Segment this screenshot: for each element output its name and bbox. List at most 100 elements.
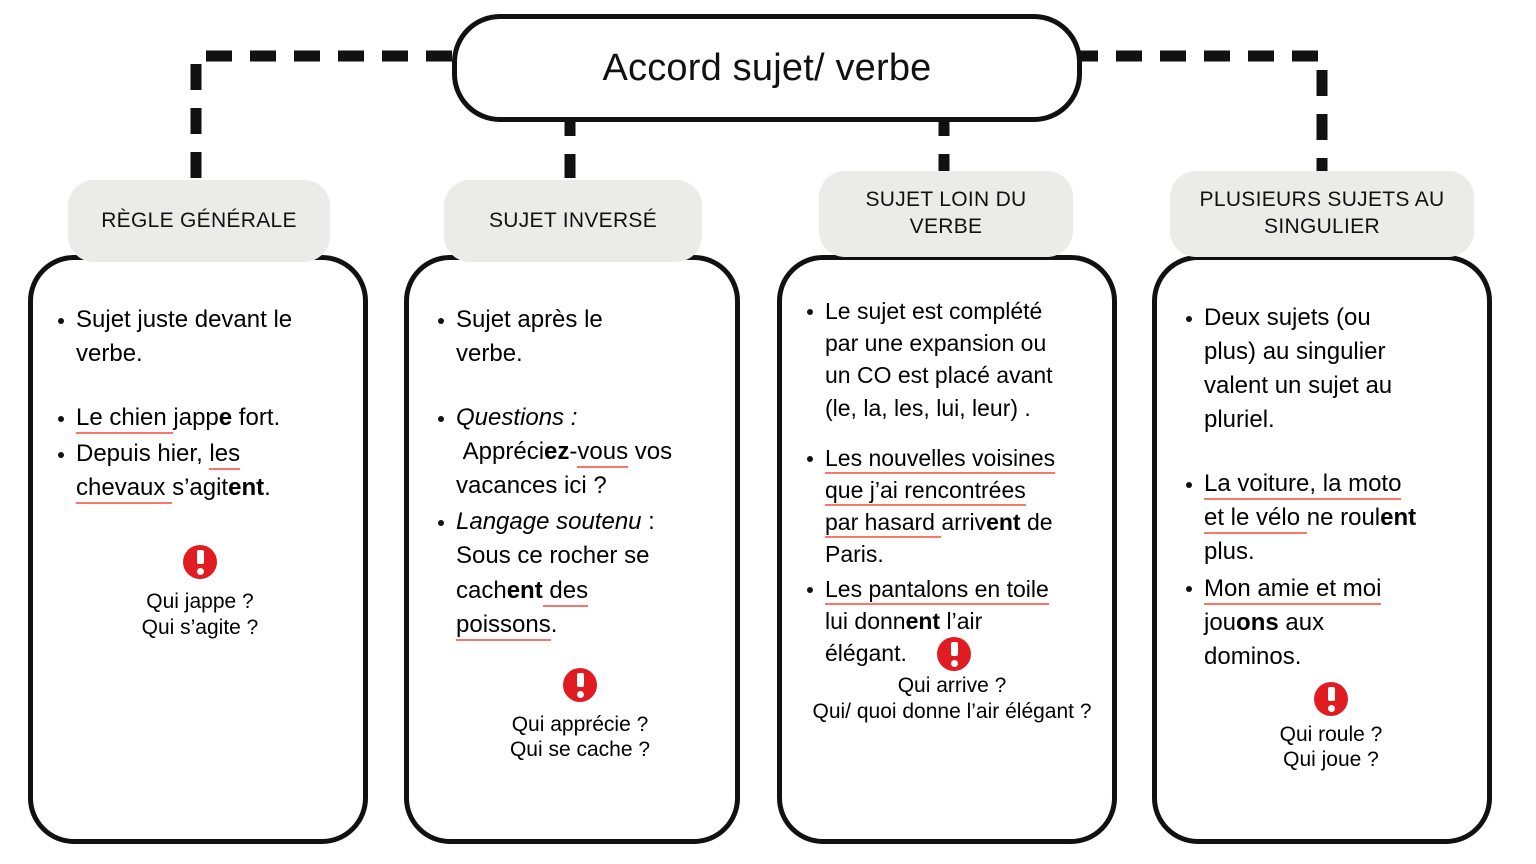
header-label: SUJET LOIN DU VERBE bbox=[865, 188, 1027, 238]
sentence-tail: l’air bbox=[940, 607, 983, 634]
rule-line-2: par une expansion ou bbox=[825, 330, 1047, 357]
points-list: Le sujet est complété par une expansion … bbox=[803, 295, 1105, 669]
list-item-rule: Sujet juste devant le verbe. bbox=[54, 303, 346, 371]
card-body-sujet-loin-du-verbe: Le sujet est complété par une expansion … bbox=[777, 255, 1117, 723]
card-body-plusieurs-sujets-au-singulier: Deux sujets (ou plus) au singulier valen… bbox=[1152, 255, 1492, 771]
example-label-questions: Questions : bbox=[456, 404, 578, 432]
list-item-example-2: Langage soutenu : Sous ce rocher se cach… bbox=[434, 505, 726, 641]
warning-exclamation-icon bbox=[937, 637, 971, 672]
verb-stem: cach bbox=[456, 576, 507, 604]
rule-line-1: Sujet après le bbox=[456, 306, 603, 333]
list-item-example-1: Le chien jappe fort. bbox=[54, 401, 346, 435]
question-2: Qui s’agite ? bbox=[141, 616, 259, 639]
header-label: PLUSIEURS SUJETS AU SINGULIER bbox=[1199, 188, 1445, 238]
spacer bbox=[1182, 439, 1480, 465]
subject-underlined: Le chien bbox=[76, 404, 174, 435]
connector-right bbox=[1072, 50, 1328, 186]
header-chip-plusieurs-sujets-au-singulier: PLUSIEURS SUJETS AU SINGULIER bbox=[1170, 171, 1474, 257]
subject-underlined-a: les bbox=[209, 440, 241, 471]
sentence-tail: vos bbox=[628, 438, 673, 466]
questions-footer: Qui apprécie ? Qui se cache ? bbox=[434, 712, 726, 763]
sentence-tail: de bbox=[1020, 509, 1053, 536]
verb-ending: ent bbox=[1380, 504, 1417, 532]
rule-line-1: Deux sujets (ou bbox=[1204, 304, 1371, 331]
list-item-rule: Sujet après le verbe. bbox=[434, 303, 726, 371]
verb-ending: e bbox=[218, 404, 233, 432]
subject-underlined-1: La voiture, la moto bbox=[1204, 470, 1402, 501]
rule-line-2: verbe. bbox=[76, 340, 143, 368]
sentence-tail: aux bbox=[1278, 608, 1325, 636]
verb-ending: ent bbox=[986, 509, 1021, 536]
rule-line-4: (le, la, les, lui, leur) . bbox=[825, 394, 1031, 421]
hyphen: - bbox=[569, 438, 578, 466]
questions-footer: Qui roule ? Qui joue ? bbox=[1182, 722, 1480, 773]
rule-line-1: Sujet juste devant le bbox=[76, 306, 293, 333]
example-label-langage-soutenu: Langage soutenu bbox=[456, 508, 642, 536]
connector-left bbox=[190, 50, 452, 186]
subject-underlined-b: chevaux bbox=[76, 474, 173, 505]
questions-footer: Qui arrive ? Qui/ quoi donne l’air éléga… bbox=[776, 673, 1128, 724]
list-item-rule: Deux sujets (ou plus) au singulier valen… bbox=[1182, 301, 1480, 437]
subject-underlined: Les pantalons en toile bbox=[825, 575, 1049, 605]
subject-underlined-3: par hasard bbox=[825, 509, 942, 539]
colon: : bbox=[641, 508, 655, 536]
question-2: Qui joue ? bbox=[1283, 748, 1379, 772]
list-item-rule: Le sujet est complété par une expansion … bbox=[803, 295, 1105, 424]
verb-ending: ent bbox=[506, 576, 543, 604]
list-item-example-2: Mon amie et moi jouons aux dominos. bbox=[1182, 572, 1480, 674]
card-sujet-inverse bbox=[404, 255, 740, 844]
verb-stem: jou bbox=[1204, 608, 1237, 636]
subject-underlined-2: et le vélo bbox=[1204, 504, 1307, 535]
sentence-tail: . bbox=[550, 610, 558, 638]
subject-underlined-2: que j’ai rencontrées bbox=[825, 476, 1026, 506]
rule-line-3: un CO est placé avant bbox=[825, 362, 1053, 389]
warning-block: Qui jappe ? Qui s’agite ? bbox=[54, 545, 346, 640]
diagram-title-box: Accord sujet/ verbe bbox=[452, 14, 1082, 122]
sentence-line-3: élégant. bbox=[825, 639, 907, 666]
list-item-example-1: Questions : Appréciez-vous vos vacances … bbox=[434, 401, 726, 503]
verb-stem: Appréci bbox=[462, 438, 545, 466]
header-chip-sujet-inverse: SUJET INVERSÉ bbox=[444, 180, 702, 262]
sentence-line-3: plus. bbox=[1204, 538, 1255, 566]
list-item-example-1: Les nouvelles voisines que j’ai rencontr… bbox=[803, 442, 1105, 571]
list-item-example-2: Depuis hier, les chevaux s’agitent. bbox=[54, 437, 346, 505]
card-sujet-loin-du-verbe bbox=[777, 255, 1117, 844]
header-chip-sujet-loin-du-verbe: SUJET LOIN DU VERBE bbox=[819, 171, 1073, 257]
sentence-lead: Depuis hier, bbox=[76, 440, 210, 468]
spacer bbox=[803, 426, 1105, 440]
warning-exclamation-icon bbox=[1314, 681, 1348, 716]
points-list: Sujet juste devant le verbe. Le chien ja… bbox=[54, 303, 346, 505]
question-2: Qui/ quoi donne l’air élégant ? bbox=[812, 699, 1092, 723]
verb-stem: s’agit bbox=[172, 474, 229, 502]
subject-underlined: Mon amie et moi bbox=[1204, 574, 1382, 605]
list-item-example-2: Les pantalons en toile lui donnent l’air… bbox=[803, 573, 1105, 670]
verb-stem: japp bbox=[173, 404, 219, 432]
question-1: Qui arrive ? bbox=[897, 674, 1007, 698]
warning-block: Qui arrive ? Qui/ quoi donne l’air éléga… bbox=[803, 637, 1105, 724]
rule-line-2: plus) au singulier bbox=[1204, 338, 1386, 366]
subject-underlined: vous bbox=[577, 438, 629, 469]
list-item-example-1: La voiture, la moto et le vélo ne roulen… bbox=[1182, 467, 1480, 569]
sentence-line-3: dominos. bbox=[1204, 642, 1302, 670]
points-list: Sujet après le verbe. Questions : Appréc… bbox=[434, 303, 726, 642]
page-title: Accord sujet/ verbe bbox=[602, 46, 932, 89]
header-chip-regle-generale: RÈGLE GÉNÉRALE bbox=[68, 180, 330, 262]
question-1: Qui apprécie ? bbox=[511, 712, 649, 736]
card-body-sujet-inverse: Sujet après le verbe. Questions : Appréc… bbox=[404, 255, 740, 761]
header-label: RÈGLE GÉNÉRALE bbox=[101, 208, 297, 232]
verb-stem: ne roul bbox=[1306, 504, 1381, 532]
warning-exclamation-icon bbox=[183, 545, 217, 580]
subject-underlined-a: des bbox=[542, 576, 589, 607]
rule-line-2: verbe. bbox=[456, 340, 523, 368]
points-list: Deux sujets (ou plus) au singulier valen… bbox=[1182, 301, 1480, 674]
header-label: SUJET INVERSÉ bbox=[488, 208, 658, 232]
sentence-tail: fort. bbox=[232, 404, 281, 432]
warning-block: Qui roule ? Qui joue ? bbox=[1182, 681, 1480, 773]
question-2: Qui se cache ? bbox=[509, 738, 651, 762]
question-1: Qui roule ? bbox=[1279, 722, 1383, 746]
question-1: Qui jappe ? bbox=[146, 590, 254, 614]
verb-ending: ent bbox=[228, 474, 265, 502]
subject-underlined-b: poissons bbox=[456, 610, 551, 641]
warning-block: Qui apprécie ? Qui se cache ? bbox=[434, 667, 726, 763]
